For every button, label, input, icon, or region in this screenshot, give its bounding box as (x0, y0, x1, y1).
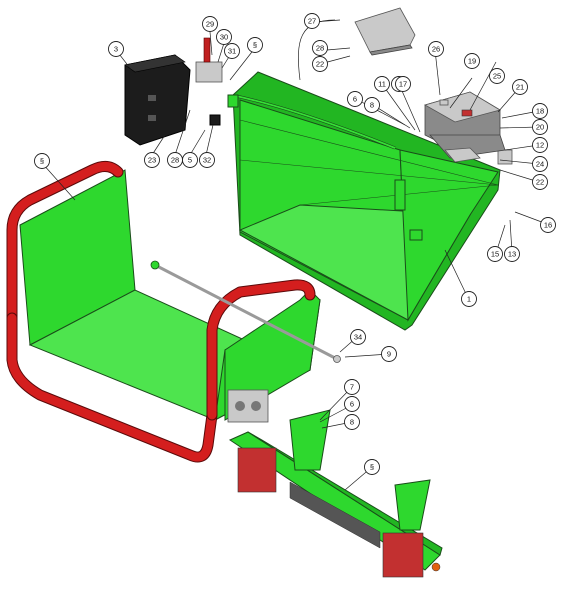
callout-label: 6 (350, 400, 354, 409)
callout-label: 5 (188, 156, 192, 165)
callout-label: 29 (206, 20, 214, 29)
callout-17: 17 (395, 76, 411, 92)
hopper-assembly (227, 71, 513, 331)
callout-label: 13 (508, 250, 516, 259)
callout-20: 20 (532, 119, 548, 135)
callout-5: 5 (182, 152, 198, 168)
callout-label: 22 (316, 60, 324, 69)
callout-label: 19 (468, 57, 476, 66)
callout-label: 17 (399, 80, 407, 89)
callout-12: 12 (532, 137, 548, 153)
leader-lines (41, 19, 548, 491)
lever-assembly (195, 37, 223, 126)
cover-plate (298, 7, 416, 81)
callout-label: 20 (536, 123, 544, 132)
callout-28: 28 (312, 40, 328, 56)
callout-label: § (253, 41, 257, 50)
callout-label: 1 (467, 295, 471, 304)
callout-23: 23 (144, 152, 160, 168)
callout-frame-a: § (247, 37, 263, 53)
callout-19: 19 (464, 53, 480, 69)
callout-label: 3 (114, 45, 118, 54)
callout-label: 7 (350, 383, 354, 392)
callout-label: 16 (544, 221, 552, 230)
callout-29: 29 (202, 16, 218, 32)
callout-32: 32 (199, 152, 215, 168)
callout-label: 8 (350, 418, 354, 427)
callout-label: 24 (536, 160, 544, 169)
callout-28-secondary: 28 (167, 152, 183, 168)
callout-7: 7 (344, 379, 360, 395)
callout-11: 11 (374, 76, 390, 92)
axle-rod (150, 260, 341, 363)
callout-6: 6 (347, 91, 363, 107)
callout-31: 31 (224, 43, 240, 59)
callout-label: 8 (370, 101, 374, 110)
callout-13: 13 (504, 246, 520, 262)
battery-assembly (423, 91, 506, 163)
callout-21: 21 (512, 79, 528, 95)
callout-15: 15 (487, 246, 503, 262)
callout-26: 26 (428, 41, 444, 57)
callout-label: 31 (228, 47, 236, 56)
callout-label: 15 (491, 250, 499, 259)
callout-label: 21 (516, 83, 524, 92)
callout-22-secondary: 22 (532, 174, 548, 190)
callout-label: 26 (432, 45, 440, 54)
callout-label: 22 (536, 178, 544, 187)
front-frame (6, 161, 321, 463)
callout-label: 32 (203, 156, 211, 165)
callout-22: 22 (312, 56, 328, 72)
callout-30: 30 (216, 29, 232, 45)
callout-label: 30 (220, 33, 228, 42)
callout-label: 23 (148, 156, 156, 165)
control-box (124, 54, 191, 146)
callout-24: 24 (532, 156, 548, 172)
light-bar (228, 409, 443, 578)
callout-8: 8 (364, 97, 380, 113)
callout-6-secondary: 6 (344, 396, 360, 412)
callout-label: § (40, 157, 44, 166)
callout-label: 28 (171, 156, 179, 165)
callout-16: 16 (540, 217, 556, 233)
callout-3: 3 (108, 41, 124, 57)
callout-34: 34 (350, 329, 366, 345)
callout-27: 27 (304, 13, 320, 29)
callouts: 1 3 5 6 6 7 8 8 9 10 11 12 13 15 16 17 1… (34, 13, 556, 475)
callout-label: 34 (354, 333, 362, 342)
callout-frame-c: § (364, 459, 380, 475)
callout-18: 18 (532, 103, 548, 119)
callout-9: 9 (381, 346, 397, 362)
callout-8-secondary: 8 (344, 414, 360, 430)
callout-label: 6 (353, 95, 357, 104)
callout-label: 18 (536, 107, 544, 116)
callout-1: 1 (461, 291, 477, 307)
callout-label: 9 (387, 350, 391, 359)
callout-25: 25 (489, 68, 505, 84)
callout-label: 25 (493, 72, 501, 81)
callout-label: 28 (316, 44, 324, 53)
callout-label: 12 (536, 141, 544, 150)
callout-label: 11 (378, 80, 386, 89)
callout-frame-b: § (34, 153, 50, 169)
callout-label: 27 (308, 17, 316, 26)
callout-label: § (370, 463, 374, 472)
